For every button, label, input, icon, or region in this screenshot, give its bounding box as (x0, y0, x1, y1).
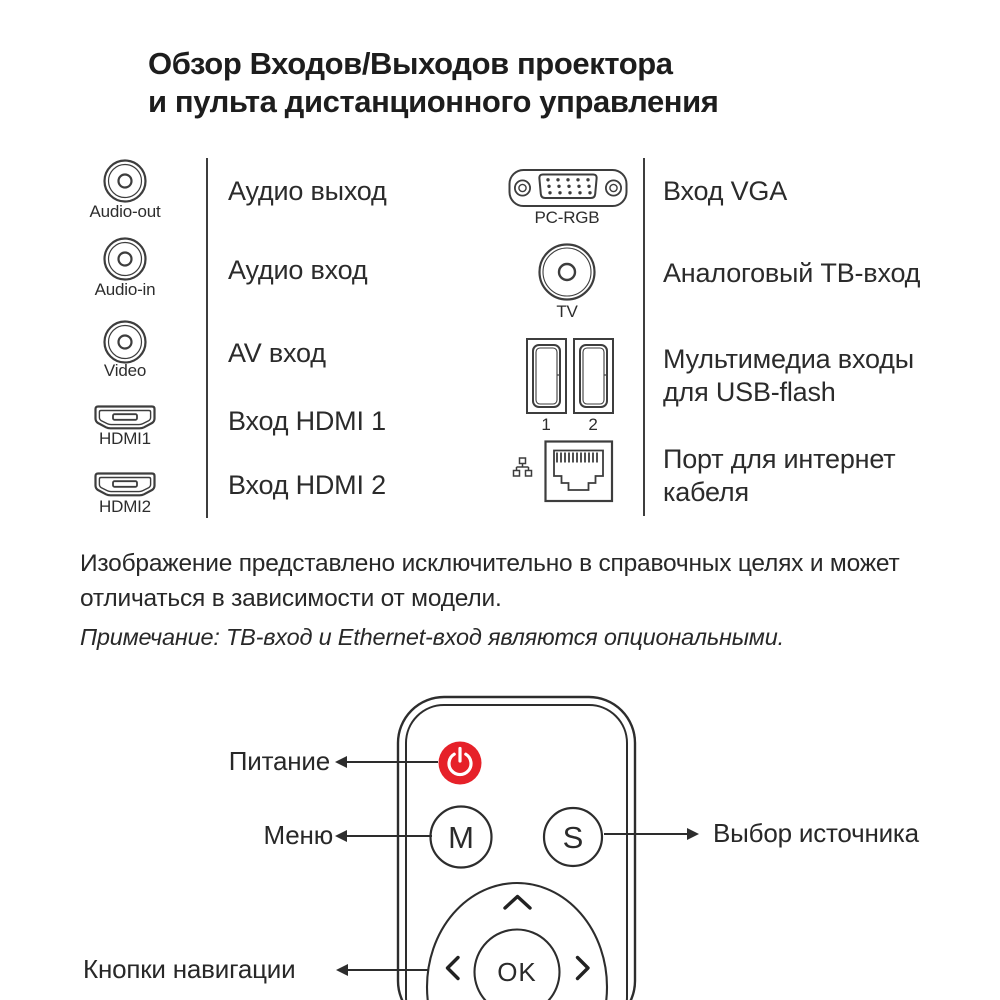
right-arrow-icon (575, 955, 590, 981)
vga-port-icon (508, 169, 628, 207)
note-text: Примечание: ТВ-вход и Ethernet-вход явля… (80, 624, 784, 650)
source-callout-label: Выбор источника (713, 818, 919, 848)
io-label-hdmi2: Вход HDMI 2 (228, 470, 386, 500)
io-label-usb: Мультимедиа входы для USB-flash (663, 344, 914, 407)
menu-callout-arrow (335, 829, 432, 843)
port-caption: PC-RGB (534, 208, 600, 227)
port-caption: Audio-out (89, 202, 161, 221)
up-arrow-icon (503, 894, 532, 910)
source-callout-arrow (604, 827, 699, 841)
power-callout-label: Питание (228, 746, 330, 776)
menu-button: M (429, 805, 493, 869)
left-column-divider (206, 158, 208, 518)
port-caption: TV (556, 302, 578, 321)
svg-text:S: S (563, 820, 584, 855)
io-label-audio-out: Аудио выход (228, 176, 387, 206)
page-title-line1: Обзор Входов/Выходов проектора (148, 46, 673, 81)
network-glyph-icon (512, 457, 533, 477)
remote-control-illustration: M S OK (396, 695, 637, 1000)
io-label-tv: Аналоговый ТВ-вход (663, 258, 921, 288)
power-button (438, 741, 482, 785)
hdmi-port-icon (94, 472, 156, 497)
port-caption: Video (103, 361, 147, 380)
power-icon (447, 752, 473, 777)
page-title-line2: и пульта дистанционного управления (148, 84, 719, 119)
usb-ports-icon (526, 338, 614, 414)
svg-text:M: M (448, 820, 474, 855)
disclaimer-text: Изображение представлено исключительно в… (80, 550, 900, 612)
tv-antenna-port-icon (538, 243, 596, 301)
io-label-av-in: AV вход (228, 338, 326, 368)
menu-callout-label: Меню (263, 820, 334, 850)
rca-jack-icon (103, 320, 147, 364)
rca-jack-icon (103, 237, 147, 281)
hdmi-port-icon (94, 405, 156, 430)
port-caption: Audio-in (94, 280, 156, 299)
remote-body-inner-line (405, 704, 628, 1000)
port-caption: HDMI2 (99, 497, 151, 516)
navigation-pad: OK (425, 881, 609, 1000)
right-column-divider (643, 158, 645, 516)
ok-button (473, 928, 561, 1000)
io-label-audio-in: Аудио вход (228, 255, 368, 285)
power-callout-arrow (335, 755, 438, 769)
left-arrow-icon (445, 955, 460, 981)
io-label-hdmi1: Вход HDMI 1 (228, 406, 386, 436)
ethernet-port-icon (512, 440, 614, 503)
nav-callout-arrow (336, 963, 429, 977)
usb-port-number: 1 (541, 415, 551, 434)
svg-text:OK: OK (497, 957, 537, 987)
page-title: Обзор Входов/Выходов проектора и пульта … (148, 45, 719, 121)
source-button: S (542, 806, 604, 868)
io-label-vga: Вход VGA (663, 176, 788, 206)
port-caption: HDMI1 (99, 429, 151, 448)
io-label-ethernet: Порт для интернет кабеля (663, 444, 896, 507)
rca-jack-icon (103, 159, 147, 203)
usb-port-number: 2 (588, 415, 598, 434)
nav-callout-label: Кнопки навигации (83, 954, 296, 984)
